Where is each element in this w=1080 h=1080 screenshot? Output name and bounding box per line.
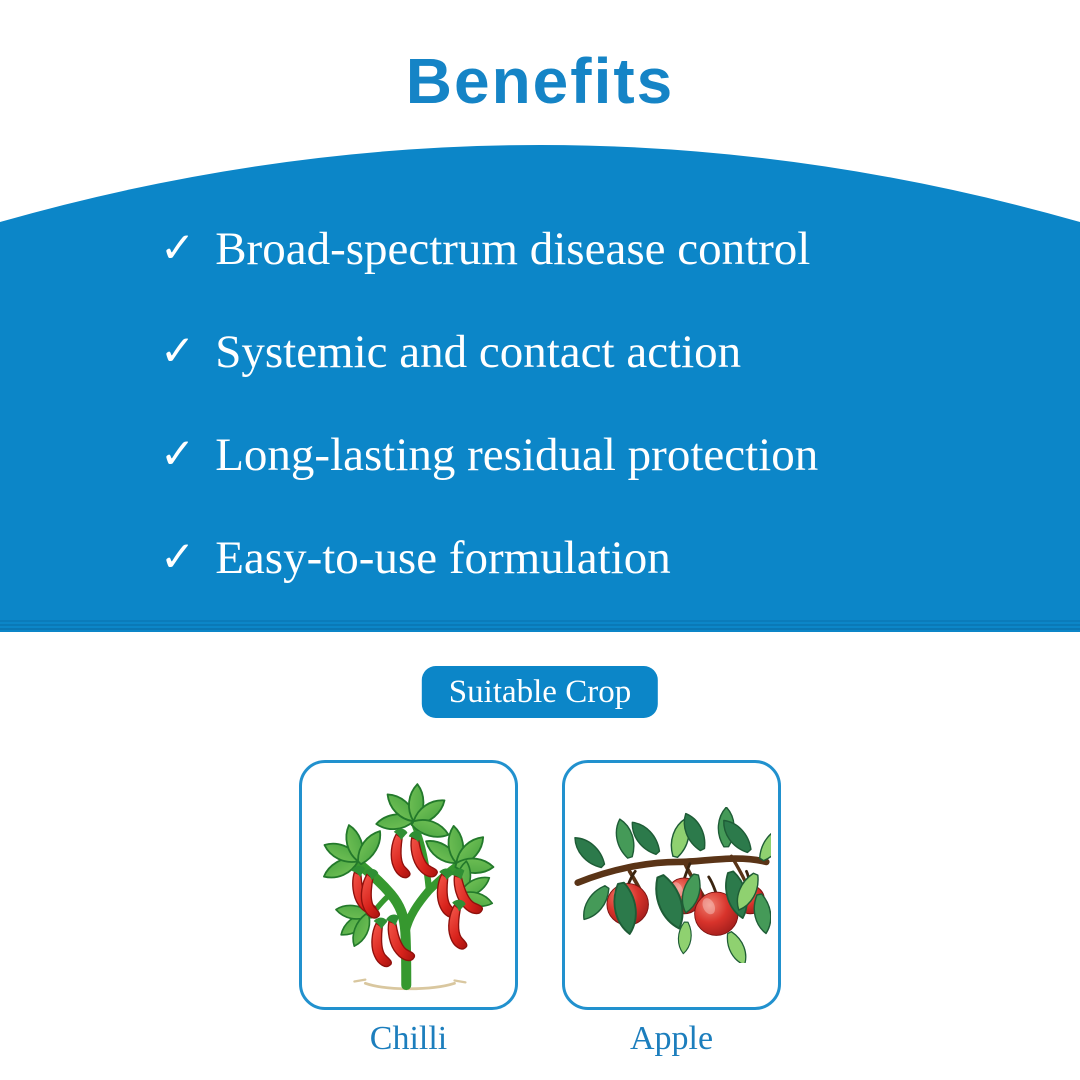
check-icon: ✓ bbox=[160, 429, 196, 478]
crop-card-apple bbox=[562, 760, 781, 1010]
page-title: Benefits bbox=[405, 45, 675, 117]
benefit-label: Systemic and contact action bbox=[215, 326, 742, 378]
crop-label-chilli: Chilli bbox=[369, 1020, 448, 1057]
benefit-item: ✓ Easy-to-use formulation bbox=[160, 529, 818, 588]
check-icon: ✓ bbox=[160, 326, 196, 375]
crop-column-apple: Apple bbox=[562, 760, 781, 1058]
benefit-label: Long-lasting residual protection bbox=[215, 429, 819, 481]
benefit-label: Easy-to-use formulation bbox=[215, 532, 671, 584]
benefits-list: ✓ Broad-spectrum disease control ✓ Syste… bbox=[160, 220, 818, 588]
chilli-plant-illustration bbox=[322, 783, 494, 991]
benefit-item: ✓ Broad-spectrum disease control bbox=[160, 220, 818, 279]
crop-column-chilli: Chilli bbox=[299, 760, 518, 1058]
crop-label-apple: Apple bbox=[629, 1020, 714, 1057]
crop-card-chilli bbox=[299, 760, 518, 1010]
check-icon: ✓ bbox=[160, 223, 196, 272]
apple-branch-illustration bbox=[573, 807, 771, 963]
benefit-item: ✓ Systemic and contact action bbox=[160, 323, 818, 382]
benefit-label: Broad-spectrum disease control bbox=[215, 223, 811, 275]
benefit-item: ✓ Long-lasting residual protection bbox=[160, 426, 818, 485]
suitable-crop-badge: Suitable Crop bbox=[421, 666, 659, 718]
check-icon: ✓ bbox=[160, 532, 196, 581]
benefits-banner-shape bbox=[0, 145, 1080, 632]
crops-row: Chilli bbox=[0, 760, 1080, 1058]
